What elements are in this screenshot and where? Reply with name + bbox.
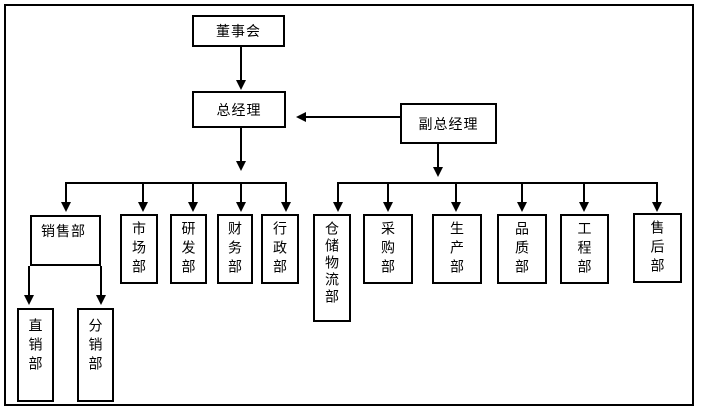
arrow-down-icon xyxy=(433,167,443,177)
connector-bus-to-purchasing xyxy=(387,182,389,203)
node-quality-dept: 品质部 xyxy=(497,214,547,284)
connector-gm-bus-line xyxy=(65,182,287,184)
node-label: 总经理 xyxy=(216,101,262,118)
node-warehouse-logistics-dept: 仓储物流部 xyxy=(313,214,351,322)
node-label: 行政部 xyxy=(272,221,288,278)
node-admin-dept: 行政部 xyxy=(261,214,299,284)
node-label: 董事会 xyxy=(216,23,261,39)
outer-frame xyxy=(4,4,694,406)
node-marketing-dept: 市场部 xyxy=(120,214,158,284)
node-label: 直销部 xyxy=(27,318,44,375)
node-label: 采购部 xyxy=(380,221,396,278)
arrow-down-icon xyxy=(61,202,71,212)
connector-bus-to-quality xyxy=(521,182,523,203)
connector-bus-to-production xyxy=(455,182,457,203)
arrow-down-icon xyxy=(24,295,34,305)
arrow-down-icon xyxy=(188,202,198,212)
node-label: 品质部 xyxy=(514,221,530,278)
connector-bus-to-warehouse xyxy=(337,182,339,203)
arrow-down-icon xyxy=(383,202,393,212)
node-rnd-dept: 研发部 xyxy=(170,214,207,284)
node-after-sales-dept: 售后部 xyxy=(633,213,682,283)
node-purchasing-dept: 采购部 xyxy=(363,214,413,284)
connector-bus-to-finance xyxy=(240,182,242,203)
connector-bus-to-engineering xyxy=(583,182,585,203)
node-finance-dept: 财务部 xyxy=(217,214,253,284)
connector-gm-down-line xyxy=(240,128,242,161)
node-sales-dept: 销售部 xyxy=(30,215,101,266)
node-label: 仓储物流部 xyxy=(324,221,340,306)
arrow-down-icon xyxy=(579,202,589,212)
node-label: 售后部 xyxy=(649,220,666,277)
connector-sales-to-direct xyxy=(28,266,30,296)
connector-bus-to-admin xyxy=(285,182,287,203)
arrow-down-icon xyxy=(138,202,148,212)
node-label: 财务部 xyxy=(227,221,243,278)
arrow-down-icon xyxy=(652,202,662,212)
arrow-down-icon xyxy=(236,202,246,212)
node-board: 董事会 xyxy=(192,15,285,47)
node-label: 研发部 xyxy=(180,221,197,278)
connector-deputygm-down-line xyxy=(437,144,439,168)
connector-deputygm-to-gm-line xyxy=(306,116,400,118)
connector-bus-to-marketing xyxy=(142,182,144,203)
arrow-down-icon xyxy=(96,295,106,305)
arrow-down-icon xyxy=(451,202,461,212)
node-label: 生产部 xyxy=(449,221,465,278)
connector-board-to-gm-line xyxy=(240,47,242,80)
node-production-dept: 生产部 xyxy=(432,214,482,284)
node-label: 工程部 xyxy=(576,221,593,278)
connector-deputygm-bus-line xyxy=(337,182,658,184)
arrow-down-icon xyxy=(281,202,291,212)
node-general-manager: 总经理 xyxy=(192,91,286,128)
arrow-down-icon xyxy=(236,161,246,171)
connector-bus-to-sales xyxy=(65,182,67,203)
connector-sales-to-distribution xyxy=(100,266,102,296)
node-label: 副总经理 xyxy=(418,115,479,132)
connector-bus-to-rnd xyxy=(192,182,194,203)
arrow-left-icon xyxy=(296,112,306,122)
arrow-down-icon xyxy=(236,80,246,90)
node-direct-sales-dept: 直销部 xyxy=(17,308,54,402)
node-label: 销售部 xyxy=(41,223,86,239)
node-deputy-general-manager: 副总经理 xyxy=(400,103,497,144)
node-label: 市场部 xyxy=(131,221,147,278)
node-engineering-dept: 工程部 xyxy=(560,214,609,284)
node-distribution-dept: 分销部 xyxy=(77,308,114,402)
arrow-down-icon xyxy=(333,202,343,212)
node-label: 分销部 xyxy=(87,318,104,375)
connector-bus-to-aftersales xyxy=(656,182,658,203)
arrow-down-icon xyxy=(517,202,527,212)
